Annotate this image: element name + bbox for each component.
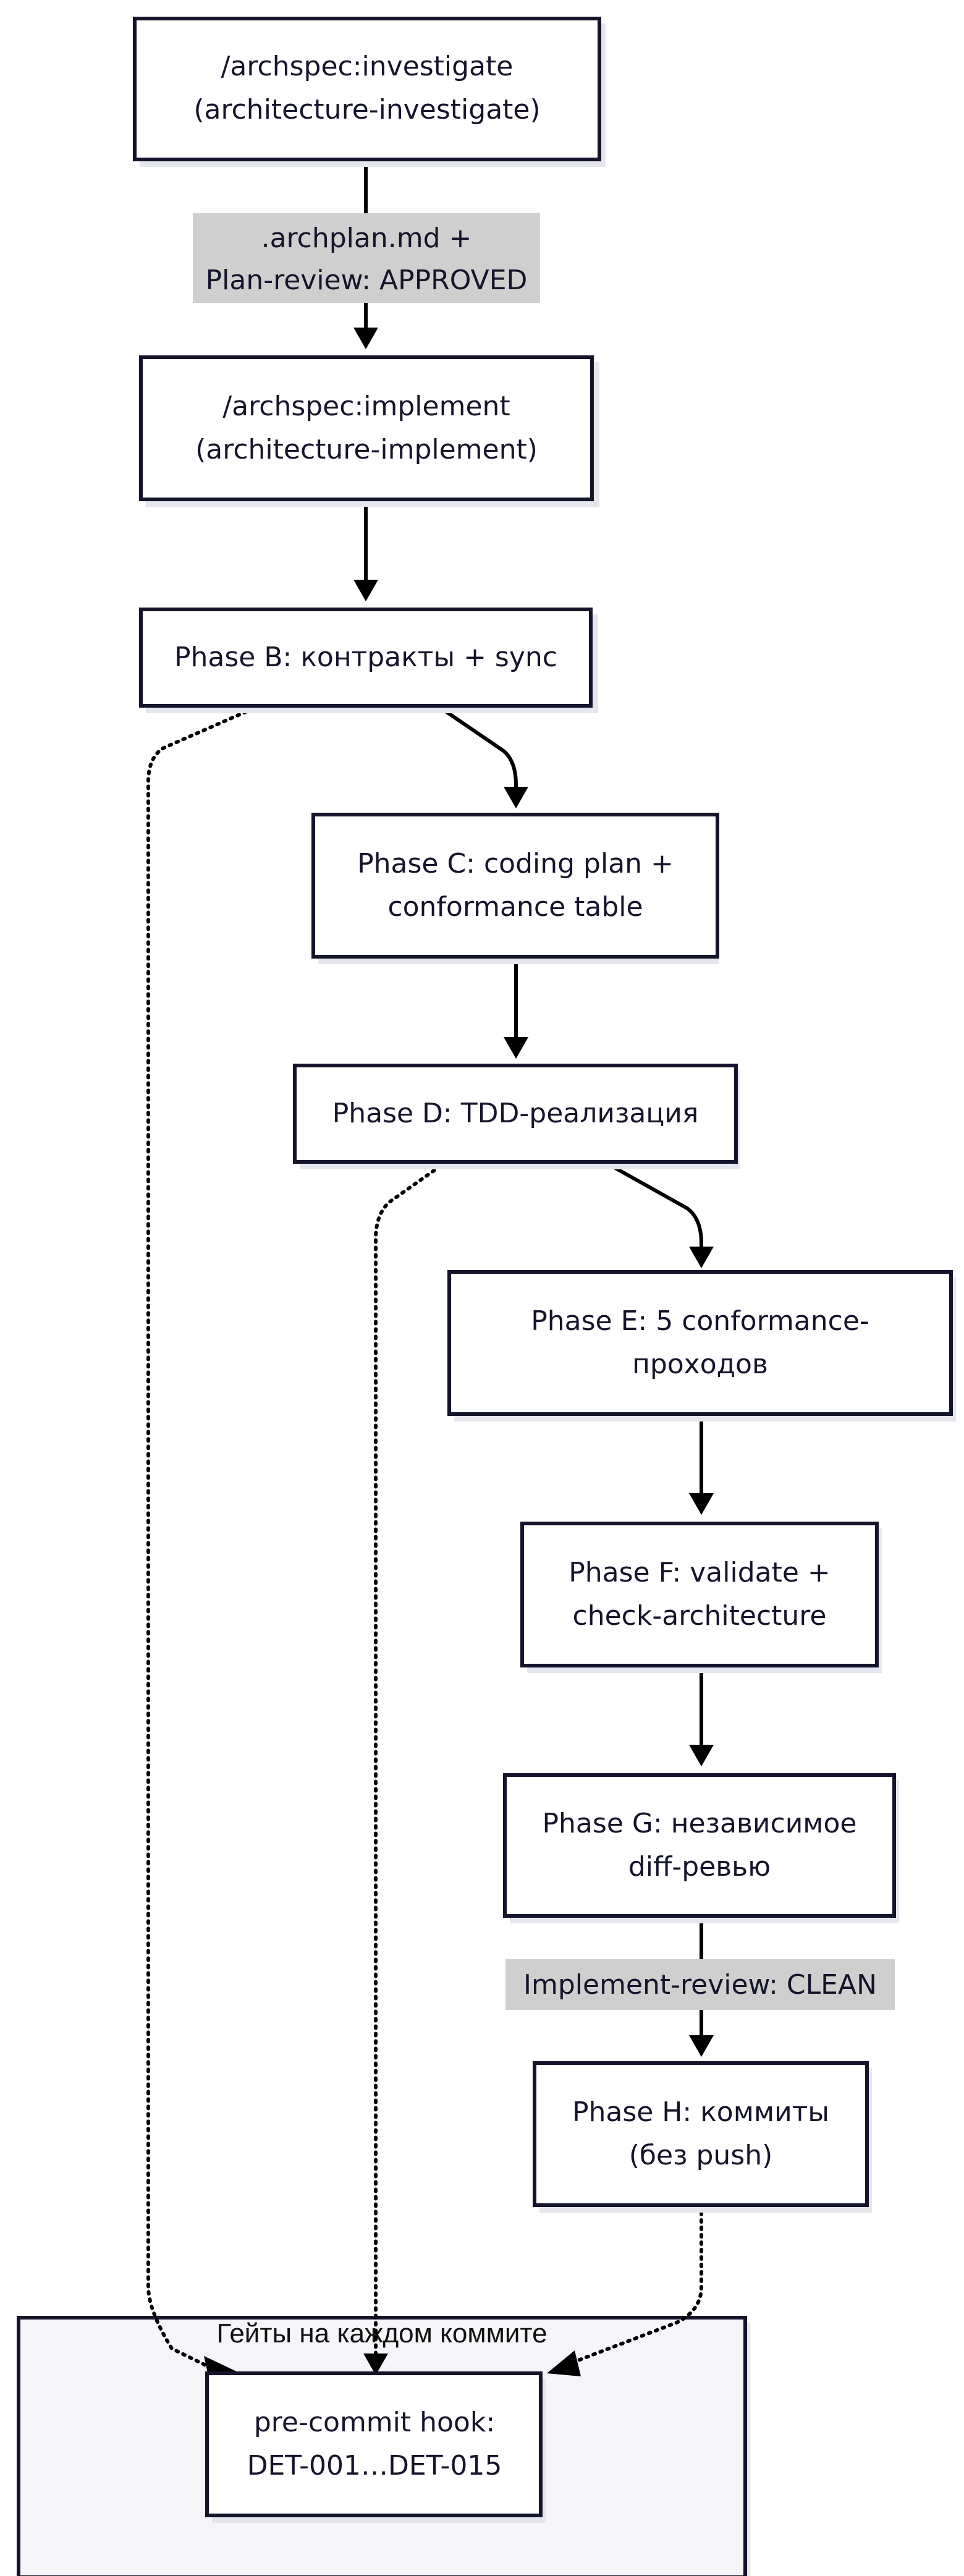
node-phase-c-line2: conformance table: [387, 891, 643, 923]
node-implement: /archspec:implement (architecture-implem…: [139, 355, 599, 507]
arrowhead-implement: [353, 328, 378, 349]
edge-label-line1: .archplan.md +: [261, 222, 472, 254]
arrowhead-phase-h: [689, 2035, 714, 2057]
solid-edges: [353, 159, 714, 2057]
edge-label-bg: [193, 213, 540, 303]
node-box: [520, 1522, 879, 1667]
node-phase-f-line2: check-architecture: [573, 1600, 827, 1632]
edge-label-bg: [505, 1959, 895, 2010]
node-phase-g-line1: Phase G: независимое: [543, 1808, 857, 1839]
arrowhead-phase-f: [689, 1493, 714, 1515]
arrowhead-phase-g: [689, 1745, 714, 1766]
edge-phase-d-to-phase-e: [603, 1160, 703, 1252]
edge-label-g-to-h: Implement-review: CLEAN: [505, 1959, 895, 2010]
edge-phase-b-to-precommit: [146, 704, 261, 2370]
node-box: [139, 355, 594, 501]
node-phase-d: Phase D: TDD-реализация: [293, 1064, 740, 1169]
node-box: [533, 2061, 869, 2207]
node-precommit-line2: DET-001…DET-015: [247, 2450, 502, 2481]
node-phase-b: Phase B: контракты + sync: [139, 608, 598, 713]
edge-phase-h-to-precommit: [567, 2203, 703, 2366]
node-phase-e: Phase E: 5 conformance- проходов: [447, 1270, 956, 1421]
arrowhead-precommit-from-h: [547, 2350, 581, 2376]
node-implement-line2: (architecture-implement): [195, 434, 538, 465]
edge-label-line1: Implement-review: CLEAN: [523, 1969, 877, 2001]
node-phase-c-line1: Phase C: coding plan +: [357, 848, 674, 879]
node-investigate-line2: (architecture-investigate): [193, 94, 540, 125]
node-box: [139, 608, 593, 708]
node-phase-e-line1: Phase E: 5 conformance-: [531, 1305, 869, 1337]
arrowhead-precommit-from-d: [363, 2354, 388, 2375]
arrowhead-phase-c: [504, 787, 528, 808]
node-phase-h: Phase H: коммиты (без push): [533, 2061, 872, 2213]
node-phase-g-line2: diff-ревью: [628, 1851, 771, 1883]
node-precommit: pre-commit hook: DET-001…DET-015: [205, 2371, 546, 2523]
edge-label-line2: Plan-review: APPROVED: [206, 265, 528, 296]
node-phase-e-line2: проходов: [632, 1349, 768, 1380]
node-phase-c: Phase C: coding plan + conformance table: [311, 813, 719, 964]
node-phase-h-line1: Phase H: коммиты: [572, 2096, 829, 2128]
node-box: [503, 1773, 896, 1918]
node-phase-f-line1: Phase F: validate +: [569, 1557, 831, 1588]
node-phase-f: Phase F: validate + check-architecture: [520, 1522, 882, 1673]
node-box: [311, 813, 719, 959]
node-phase-b-line1: Phase B: контракты + sync: [174, 642, 557, 673]
node-box: [447, 1270, 953, 1416]
group-title: Гейты на каждом коммите: [216, 2318, 547, 2349]
edge-phase-d-to-precommit: [374, 1160, 448, 2357]
node-precommit-line1: pre-commit hook:: [254, 2407, 495, 2438]
edge-phase-b-to-phase-c: [436, 704, 518, 793]
arrowhead-phase-b: [353, 580, 378, 601]
node-phase-g: Phase G: независимое diff-ревью: [503, 1773, 899, 1923]
node-investigate: /archspec:investigate (architecture-inve…: [133, 17, 606, 167]
node-box: [293, 1064, 738, 1164]
arrowhead-phase-e: [689, 1247, 714, 1268]
node-implement-line1: /archspec:implement: [222, 391, 510, 422]
arrowhead-phase-d: [504, 1037, 528, 1059]
node-box: [133, 17, 601, 161]
edge-label-investigate-to-implement: .archplan.md + Plan-review: APPROVED: [193, 213, 540, 303]
node-box: [205, 2371, 543, 2517]
node-phase-h-line2: (без push): [629, 2140, 773, 2171]
node-phase-d-line1: Phase D: TDD-реализация: [332, 1098, 699, 1129]
node-investigate-line1: /archspec:investigate: [221, 51, 514, 82]
